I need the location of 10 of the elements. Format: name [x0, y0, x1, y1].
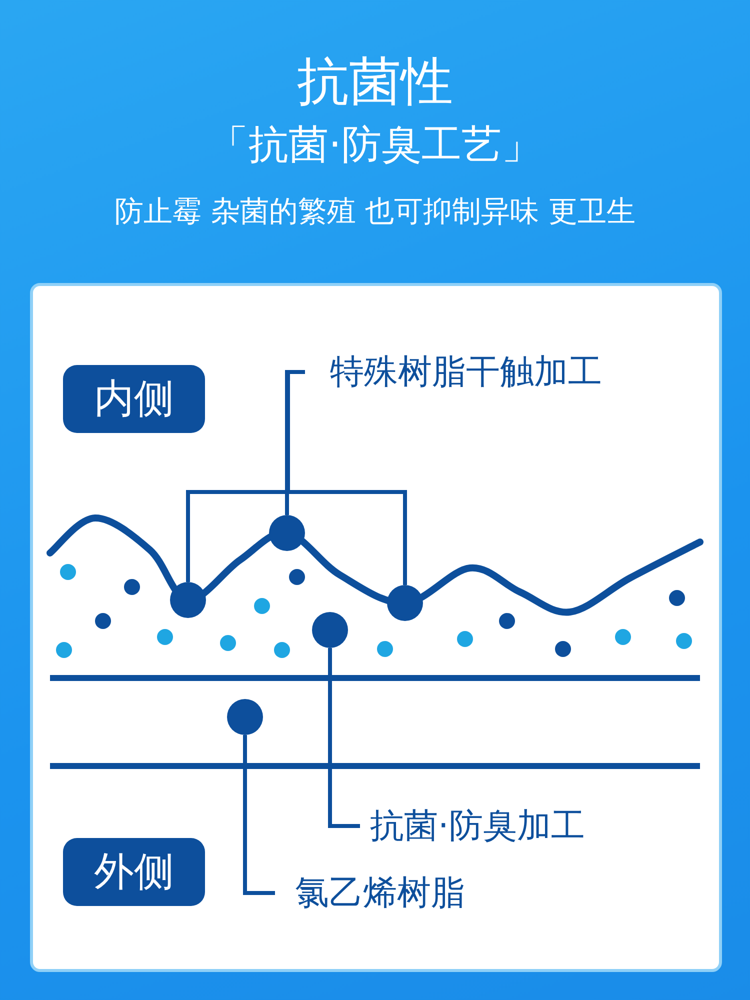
subtitle-text: 防止霉 杂菌的繁殖 也可抑制异味 更卫生: [114, 193, 636, 230]
leader-label: 氯乙烯树脂: [275, 871, 465, 915]
leader-label: 抗菌·防臭加工: [360, 804, 585, 848]
leader-line: [328, 648, 360, 828]
side-label-badge: 外侧: [63, 838, 205, 906]
title-text: 抗菌性: [296, 51, 454, 114]
heading-text: 「抗菌·防臭工艺」: [208, 121, 542, 170]
leader-line: [243, 735, 275, 895]
leader-label: 特殊树脂干触加工: [305, 350, 602, 394]
side-label-badge: 内侧: [63, 365, 205, 433]
